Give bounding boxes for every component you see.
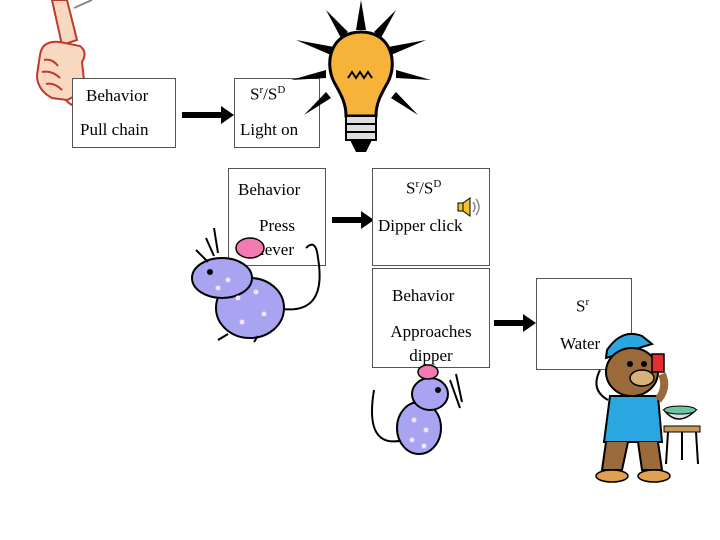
- behavior-value-1: Pull chain: [80, 120, 149, 139]
- arrow-1: [182, 106, 234, 124]
- stimulus-header-2: Sr/SD: [406, 178, 442, 198]
- behavior-value-2b: lever: [260, 240, 294, 259]
- stimulus-header-3: Sr: [576, 296, 590, 316]
- rat-icon: [371, 364, 463, 455]
- stimulus-box-1: [234, 78, 320, 148]
- speaker-icon: [457, 197, 480, 217]
- behavior-value-3b: dipper: [409, 346, 453, 365]
- behavior-header-1: Behavior: [86, 86, 149, 105]
- light-bulb-icon: [291, 0, 431, 152]
- behavior-value-3a: Approaches: [390, 322, 472, 341]
- stimulus-box-2: [372, 168, 490, 266]
- stimulus-value-3: Water: [560, 334, 601, 353]
- stimulus-value-2: Dipper click: [378, 216, 463, 235]
- stimulus-value-1: Light on: [240, 120, 299, 139]
- behavior-value-2a: Press: [259, 216, 295, 235]
- arrow-2: [332, 211, 374, 229]
- rat-icon: [191, 228, 321, 343]
- bear-drinking-icon: [595, 332, 701, 483]
- behavior-header-3: Behavior: [392, 286, 455, 305]
- behavior-header-2: Behavior: [238, 180, 301, 199]
- behavior-box-1: [72, 78, 176, 148]
- stimulus-header-1: Sr/SD: [250, 84, 286, 104]
- behavior-box-3: [372, 268, 490, 368]
- arrow-3: [494, 314, 536, 332]
